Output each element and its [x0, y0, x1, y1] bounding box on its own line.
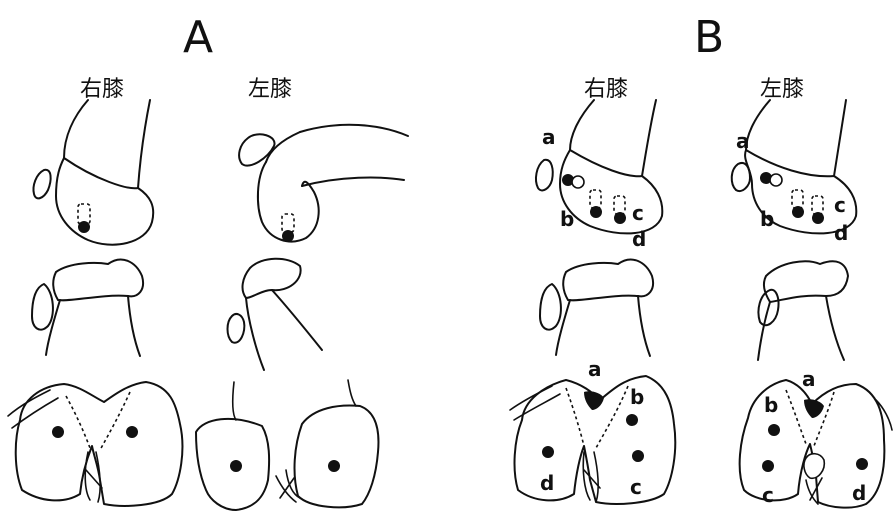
femur-outline	[138, 100, 150, 188]
cruciate-ligament	[96, 452, 100, 502]
femoral-condyle	[258, 162, 319, 241]
panel-a-right-knee-title: 右膝	[80, 77, 124, 102]
patella	[33, 170, 50, 199]
label-a: a	[802, 367, 816, 391]
tibia-outline	[272, 290, 322, 350]
panel-b-left-knee-axial: a b c d	[740, 367, 892, 508]
label-c: c	[630, 475, 642, 499]
portal-dot-d	[856, 458, 868, 470]
panel-b-left-knee-title: 左膝	[760, 77, 804, 102]
tibial-plateau	[563, 260, 653, 301]
portal-trajectory	[614, 196, 625, 214]
portal-dot	[78, 221, 90, 233]
portal-trajectory	[792, 190, 803, 208]
panel-a-left-knee-lateral	[228, 125, 409, 370]
fibula-head	[32, 284, 53, 330]
panel-b-left-knee-lateral: a b c d	[732, 100, 857, 360]
portal-dot-b	[626, 414, 638, 426]
panel-a-right-knee-lateral	[32, 100, 153, 356]
panel-a-letter: A	[183, 12, 213, 63]
portal-dot-b	[768, 424, 780, 436]
femoral-condyle	[560, 150, 662, 233]
panel-b-right-knee-lateral: a b c d	[536, 100, 662, 356]
hamstring-line	[510, 386, 552, 410]
panel-b-right-knee-title: 右膝	[584, 77, 628, 102]
tibia-outline	[556, 300, 570, 355]
notch-line	[786, 390, 806, 444]
label-d: d	[632, 227, 646, 251]
femur-outline	[642, 100, 656, 176]
label-c: c	[834, 193, 846, 217]
portal-trajectory	[812, 196, 823, 214]
panel-a-left-knee-title: 左膝	[248, 77, 292, 102]
hamstring-line	[348, 380, 356, 406]
portal-dot-c	[632, 450, 644, 462]
tibia-outline	[758, 302, 770, 360]
condyle-outline	[16, 382, 183, 506]
panel-b-right-knee-axial: a b d c	[510, 357, 675, 504]
hamstring-line	[8, 390, 50, 416]
hamstring-line	[233, 382, 236, 420]
portal-circle	[770, 174, 782, 186]
panel-a: A 右膝 左膝	[8, 12, 408, 510]
femur-outline	[302, 178, 404, 186]
label-c: c	[762, 483, 774, 507]
notch-line	[66, 396, 90, 448]
cruciate-ligament	[804, 454, 824, 479]
femur-outline	[64, 100, 88, 158]
condyle-outline	[295, 406, 379, 508]
portal-trajectory	[282, 214, 294, 232]
hamstring-line	[514, 394, 560, 420]
portal-circle	[572, 176, 584, 188]
portal-dot-d	[542, 446, 554, 458]
portal-dot-c	[614, 212, 626, 224]
panel-b: B 右膝 左膝 a b c d	[510, 12, 892, 508]
portal-dot	[126, 426, 138, 438]
label-c: c	[632, 201, 644, 225]
portal-dot-a	[804, 399, 824, 418]
label-d: d	[852, 481, 866, 505]
femur-outline	[570, 100, 594, 150]
label-b: b	[764, 393, 778, 417]
panel-b-letter: B	[694, 12, 724, 63]
femur-outline	[746, 100, 770, 150]
panel-a-right-knee-axial	[8, 382, 182, 506]
hamstring-line	[12, 398, 58, 428]
fibula-head	[540, 284, 561, 330]
portal-dot-a	[584, 391, 604, 410]
patella	[239, 134, 274, 165]
tibial-plateau	[243, 259, 301, 298]
label-d: d	[834, 221, 848, 245]
label-b: b	[760, 207, 774, 231]
panel-a-left-knee-axial	[196, 380, 378, 510]
label-b: b	[560, 207, 574, 231]
fibula-head	[228, 314, 245, 343]
label-d: d	[540, 471, 554, 495]
portal-trajectory	[590, 190, 601, 208]
tibia-outline	[826, 296, 844, 360]
portal-dot-c	[812, 212, 824, 224]
tibial-plateau	[53, 260, 143, 301]
patella	[732, 163, 750, 191]
label-a: a	[736, 129, 750, 153]
patella	[536, 160, 553, 191]
label-a: a	[588, 357, 602, 381]
femur-outline	[834, 100, 846, 176]
tibia-outline	[638, 296, 650, 356]
portal-dot-c	[762, 460, 774, 472]
portal-dot	[52, 426, 64, 438]
portal-dot	[230, 460, 242, 472]
tibia-outline	[128, 296, 140, 356]
portal-dot-b	[792, 206, 804, 218]
portal-dot	[328, 460, 340, 472]
notch-line	[566, 388, 584, 446]
portal-dot	[282, 230, 294, 242]
tibia-outline	[246, 298, 264, 370]
label-b: b	[630, 385, 644, 409]
portal-dot-b	[590, 206, 602, 218]
femur-outline	[300, 125, 408, 136]
label-a: a	[542, 125, 556, 149]
